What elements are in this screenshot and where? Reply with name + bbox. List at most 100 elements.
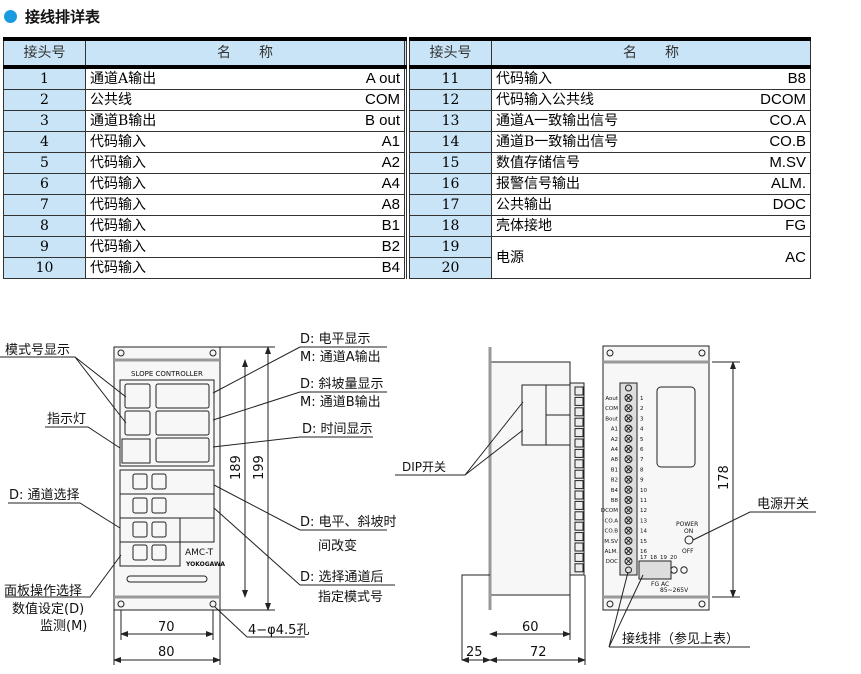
- side-terminal: [574, 542, 584, 552]
- signal-code: CO.A: [769, 112, 806, 129]
- signal-code: FG: [785, 217, 806, 234]
- terminal-number: 15: [409, 152, 492, 174]
- table-header: 接头号名 称: [3, 38, 406, 69]
- terminal-label: B8: [611, 498, 619, 504]
- terminal-number-label: 19: [660, 555, 667, 561]
- signal-code: B8: [787, 70, 806, 87]
- name-text: 通道B输出: [90, 113, 157, 129]
- screw-cross: [625, 548, 632, 554]
- screw-cross: [625, 415, 632, 422]
- terminal-screw-icon: [624, 557, 633, 566]
- terminal-number: 11: [409, 66, 492, 90]
- screw-cross: [625, 435, 632, 442]
- signal-code: B4: [381, 259, 400, 276]
- signal-code: AC: [785, 248, 806, 266]
- terminal-number: 7: [3, 194, 86, 216]
- side-terminal: [574, 407, 584, 417]
- side-terminal: [574, 552, 584, 562]
- terminal-number: 5: [3, 152, 86, 174]
- side-terminal: [574, 417, 584, 427]
- screw-cross: [625, 486, 632, 493]
- terminal-number-label: 2: [640, 406, 644, 412]
- power-label: POWER: [676, 521, 698, 528]
- terminal-number-label: 7: [640, 457, 644, 463]
- terminal-screw-icon: [625, 384, 632, 392]
- terminal-number: 12: [409, 89, 492, 111]
- terminal-number: 19: [409, 236, 492, 258]
- screw-cross: [625, 405, 632, 412]
- terminal-screw-icon: [624, 394, 633, 402]
- signal-code: COM: [365, 91, 400, 108]
- label-terminal-block: 接线排（参见上表）: [622, 631, 739, 647]
- terminal-label: B1: [611, 467, 618, 473]
- side-terminal: [574, 500, 584, 510]
- label-panel-op: 面板操作选择: [4, 583, 82, 599]
- label-holes: 4−φ4.5孔: [248, 623, 309, 638]
- terminal-label: B4: [611, 488, 619, 494]
- bullet-icon: [4, 10, 17, 23]
- label-slope-display: D: 斜坡量显示: [300, 377, 384, 392]
- terminal-label: Bout: [605, 416, 619, 422]
- screw-cross: [625, 456, 632, 463]
- signal-code: CO.B: [769, 133, 806, 150]
- dim-189: 189: [229, 455, 244, 480]
- terminal-number: 13: [409, 110, 492, 132]
- header-num: 接头号: [409, 38, 492, 69]
- section-title: 接线排详表: [4, 6, 100, 27]
- terminal-screw-icon: [624, 404, 633, 413]
- name-text: 报警信号输出: [496, 176, 580, 192]
- label-time-display: D: 时间显示: [302, 422, 373, 437]
- label-level-change-2: 间改变: [318, 538, 357, 554]
- name-text: 公共输出: [496, 197, 552, 213]
- name-text: 公共线: [90, 92, 132, 108]
- header-num: 接头号: [3, 38, 86, 69]
- terminal-number-label: 3: [640, 416, 644, 422]
- terminal-screw-icon: [624, 506, 633, 515]
- terminal-label: M.SV: [604, 539, 618, 545]
- screw-cross: [625, 537, 632, 544]
- label-power-switch: 电源开关: [757, 497, 809, 512]
- signal-code: ALM.: [770, 175, 806, 192]
- name-text: 代码输入: [90, 260, 146, 276]
- screw-cross: [625, 395, 632, 401]
- name-text: 代码输入: [90, 239, 146, 255]
- terminal-number-label: 6: [640, 447, 644, 453]
- name-text: 通道B一致输出信号: [496, 134, 619, 150]
- dim-80: 80: [158, 645, 175, 660]
- brand-logo: YOKOGAWA: [185, 561, 225, 568]
- signal-code: M.SV: [769, 154, 806, 171]
- mounting-hole-icon: [117, 349, 217, 608]
- label-after-select-2: 指定模式号: [318, 590, 383, 605]
- dim-72: 72: [530, 645, 547, 660]
- terminal-number: 4: [3, 131, 86, 153]
- terminal-label: A8: [611, 457, 619, 463]
- terminal-screw-icon: [625, 566, 632, 574]
- label-level-display: D: 电平显示: [300, 332, 371, 347]
- side-terminal: [574, 490, 584, 500]
- terminal-number-label: 13: [640, 518, 647, 524]
- terminal-label: A1: [611, 427, 618, 433]
- label-level-change: D: 电平、斜坡时: [300, 515, 397, 530]
- terminal-label: ALM.: [605, 549, 619, 555]
- side-terminal: [574, 438, 584, 448]
- dim-70: 70: [158, 620, 175, 635]
- signal-code: A8: [381, 196, 400, 213]
- side-terminal: [574, 428, 584, 438]
- screw-cross: [625, 527, 632, 534]
- mounting-hole-icon: [606, 349, 706, 608]
- side-view: DIP开关 60 25 72: [395, 347, 586, 665]
- side-terminal: [574, 396, 584, 406]
- name-text: 代码输入: [496, 71, 552, 87]
- label-mode-display: 模式号显示: [5, 343, 70, 358]
